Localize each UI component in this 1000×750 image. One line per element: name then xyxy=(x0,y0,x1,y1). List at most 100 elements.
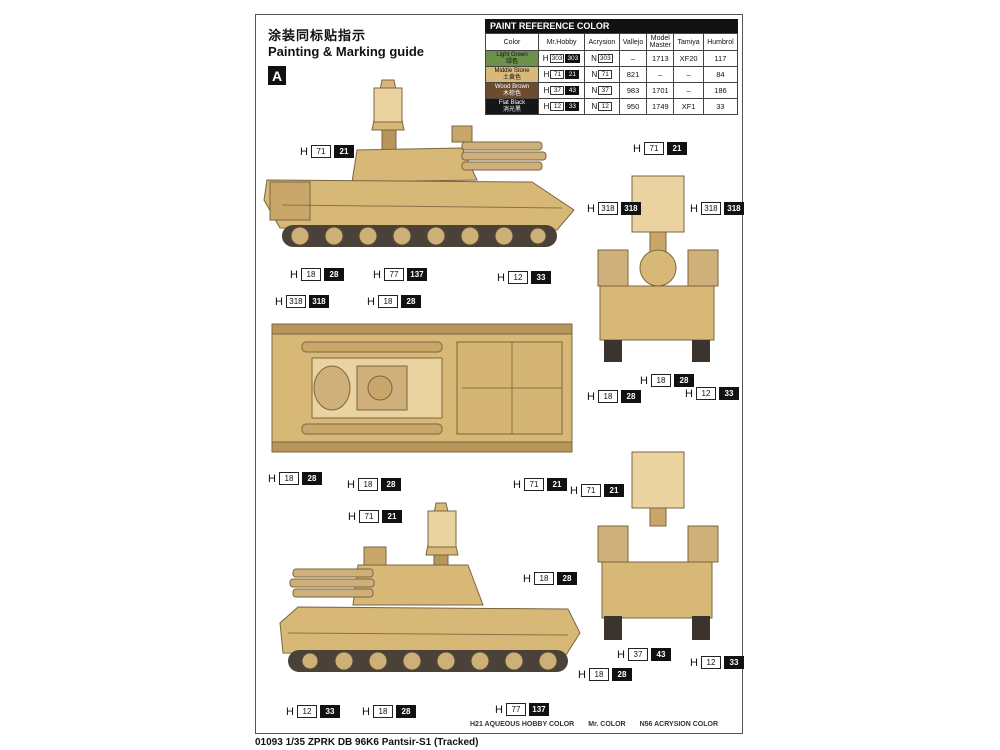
callout-mr-code: 33 xyxy=(723,656,744,669)
callout-prefix: H xyxy=(373,268,381,281)
tank-side-left-drawing xyxy=(279,502,581,672)
callout-hobby-code: 77 xyxy=(505,703,526,716)
callout-mr-code: 21 xyxy=(603,484,624,497)
col-header: Mr.Hobby xyxy=(537,33,586,51)
callout-prefix: H xyxy=(690,202,698,215)
callout-prefix: H xyxy=(633,142,641,155)
callout-mr-code: 28 xyxy=(400,295,421,308)
callout-mr-code: 21 xyxy=(333,145,354,158)
front-view xyxy=(597,451,719,640)
callout-hobby-code: 18 xyxy=(300,268,321,281)
callout-prefix: H xyxy=(286,705,294,718)
col-header: Acrysion xyxy=(584,33,620,51)
humbrol-cell: 117 xyxy=(702,50,739,67)
callout-hobby-code: 77 xyxy=(383,268,404,281)
tank-side-right-drawing xyxy=(263,79,575,247)
callout-mr-code: 21 xyxy=(666,142,687,155)
hobby-prefix: H xyxy=(542,54,549,63)
callout-mr-code: 28 xyxy=(556,572,577,585)
rear-view xyxy=(597,175,719,362)
callout-hobby-code: 18 xyxy=(377,295,398,308)
callout-mr-code: 21 xyxy=(546,478,567,491)
paint-reference-table: PAINT REFERENCE COLOR Color Mr.Hobby Acr… xyxy=(485,19,739,115)
callout-mr-code: 43 xyxy=(650,648,671,661)
tank-front-drawing xyxy=(597,451,719,640)
callout-hobby-code: 318 xyxy=(597,202,618,215)
model-master-cell: 1701 xyxy=(646,82,675,99)
callout-hobby-code: 18 xyxy=(278,472,299,485)
callout-mr-code: 33 xyxy=(718,387,739,400)
callout-prefix: H xyxy=(617,648,625,661)
callout-hobby-code: 71 xyxy=(310,145,331,158)
color-name-cn: 绿色 xyxy=(505,58,518,65)
callout-prefix: H xyxy=(290,268,298,281)
callout-prefix: H xyxy=(587,202,595,215)
hobby-code: 303 xyxy=(549,54,565,63)
model-master-cell: – xyxy=(646,66,675,83)
callout-hobby-code: 71 xyxy=(580,484,601,497)
callout-hobby-code: 12 xyxy=(507,271,528,284)
paint-table-header-row: Color Mr.Hobby Acrysion Vallejo Model Ma… xyxy=(485,33,739,51)
model-master-cell: 1713 xyxy=(646,50,675,67)
section-badge: A xyxy=(268,66,286,85)
acrysion-prefix: N xyxy=(591,70,598,79)
humbrol-cell: 33 xyxy=(702,98,739,115)
callout-hobby-code: 12 xyxy=(695,387,716,400)
tamiya-cell: – xyxy=(673,66,704,83)
tamiya-cell: – xyxy=(673,82,704,99)
callout-hobby-code: 71 xyxy=(643,142,664,155)
callout-mr-code: 28 xyxy=(620,390,641,403)
mr-color-code: 303 xyxy=(565,54,581,63)
color-name-en: Light Green xyxy=(496,52,528,58)
col-header: Model Master xyxy=(646,33,675,51)
callout-hobby-code: 18 xyxy=(588,668,609,681)
hobby-code: 37 xyxy=(550,86,565,95)
callout-mr-code: 28 xyxy=(323,268,344,281)
callout-mr-code: 28 xyxy=(395,705,416,718)
callout-prefix: H xyxy=(570,484,578,497)
mr-color-code: 43 xyxy=(565,86,580,95)
callout-prefix: H xyxy=(367,295,375,308)
callout-prefix: H xyxy=(497,271,505,284)
callout-hobby-code: 37 xyxy=(627,648,648,661)
callout-prefix: H xyxy=(640,374,648,387)
vallejo-cell: – xyxy=(618,50,648,67)
humbrol-cell: 186 xyxy=(702,82,739,99)
hobby-code: 12 xyxy=(550,102,565,111)
color-legend: H21 AQUEOUS HOBBY COLOR Mr. COLOR N56 AC… xyxy=(470,721,718,728)
page-title-en: Painting & Marking guide xyxy=(268,44,425,59)
side-view-left xyxy=(279,502,581,672)
callout-hobby-code: 318 xyxy=(285,295,306,308)
hobby-prefix: H xyxy=(543,86,550,95)
callout-hobby-code: 18 xyxy=(372,705,393,718)
humbrol-cell: 84 xyxy=(702,66,739,83)
callout-prefix: H xyxy=(495,703,503,716)
callout-prefix: H xyxy=(578,668,586,681)
legend-hobby: H21 AQUEOUS HOBBY COLOR xyxy=(470,721,575,728)
tamiya-cell: XF20 xyxy=(673,50,704,67)
